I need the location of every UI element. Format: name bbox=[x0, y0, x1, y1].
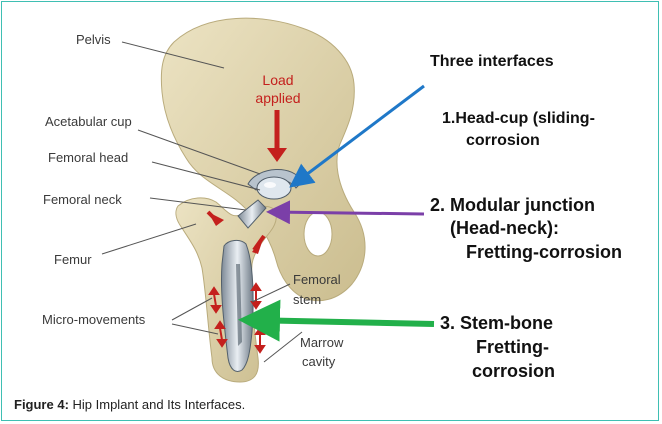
femoral-head bbox=[257, 177, 291, 199]
interface-arrow-modular-junction bbox=[272, 212, 424, 214]
load-applied-label-line2: applied bbox=[246, 90, 310, 107]
load-applied-label-line1: Load bbox=[250, 72, 306, 89]
interface-2-line3: Fretting-corrosion bbox=[466, 241, 622, 263]
interface-3-line1: 3. Stem-bone bbox=[440, 312, 553, 334]
marrow-cavity-label-line1: Marrow bbox=[300, 335, 343, 350]
interfaces-title: Three interfaces bbox=[430, 51, 554, 72]
interface-1-line1: 1.Head-cup (sliding- bbox=[442, 108, 595, 129]
marrow-cavity-label-line2: cavity bbox=[302, 354, 335, 369]
femoral-stem-label-line1: Femoral bbox=[293, 272, 341, 287]
interface-3-line3: corrosion bbox=[472, 360, 555, 382]
micro-movements-label: Micro-movements bbox=[42, 312, 145, 327]
femur-label: Femur bbox=[54, 252, 92, 267]
femoral-stem-label-line2: stem bbox=[293, 292, 321, 307]
interface-arrow-stem-bone bbox=[250, 320, 434, 324]
acetabular-cup-label: Acetabular cup bbox=[45, 114, 132, 129]
femoral-neck-label: Femoral neck bbox=[43, 192, 122, 207]
pelvis-label: Pelvis bbox=[76, 32, 111, 47]
interface-2-line2: (Head-neck): bbox=[450, 217, 559, 239]
femoral-head-label: Femoral head bbox=[48, 150, 128, 165]
interface-1-line2: corrosion bbox=[466, 130, 540, 151]
figure-caption-text: Hip Implant and Its Interfaces. bbox=[69, 397, 245, 412]
interface-3-line2: Fretting- bbox=[476, 336, 549, 358]
interface-2-line1: 2. Modular junction bbox=[430, 194, 595, 216]
obturator-foramen bbox=[304, 212, 332, 256]
figure-caption: Figure 4: Hip Implant and Its Interfaces… bbox=[14, 397, 245, 412]
figure-caption-prefix: Figure 4: bbox=[14, 397, 69, 412]
pelvis-bone bbox=[161, 18, 365, 300]
